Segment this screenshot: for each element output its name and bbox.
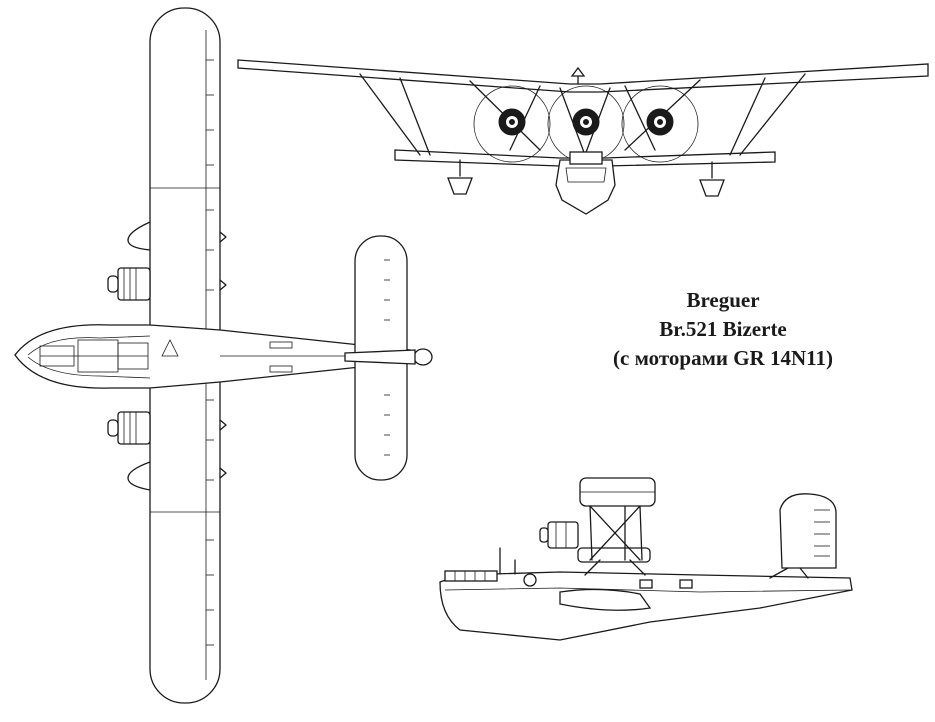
top-view <box>14 7 433 704</box>
top-view-engine-lower <box>107 411 151 445</box>
front-view <box>237 59 929 215</box>
front-view-floats <box>447 159 725 197</box>
side-view-engine <box>547 521 579 549</box>
front-view-hull <box>555 159 616 215</box>
caption-manufacturer: Breguer <box>686 288 760 312</box>
top-view-wing-ticks <box>206 59 214 646</box>
caption-engines: (с моторами GR 14N11) <box>613 346 833 370</box>
front-view-upper-wing <box>237 59 929 93</box>
side-view-tail-fin <box>779 493 837 569</box>
side-view <box>439 477 853 641</box>
top-view-engine-upper <box>107 267 151 301</box>
front-view-engines <box>498 108 674 136</box>
caption-model: Br.521 Bizerte <box>659 317 787 341</box>
